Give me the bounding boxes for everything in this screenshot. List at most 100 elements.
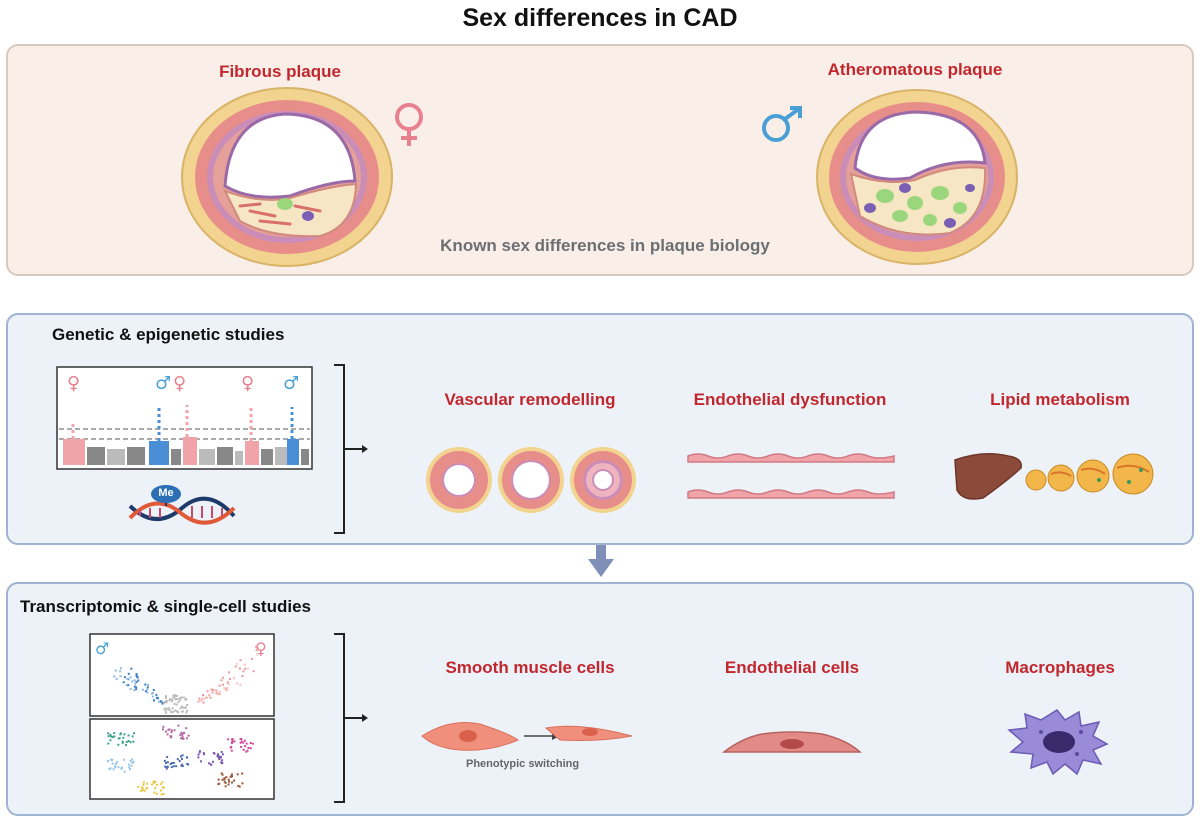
volcano-point [226,689,229,692]
volcano-point [171,707,174,710]
volcano-point [174,698,177,701]
volcano-point [201,699,203,702]
volcano-point [242,670,245,673]
umap-point [220,751,223,753]
umap-point [223,777,226,780]
volcano-point [229,678,231,681]
umap-point [231,781,234,784]
umap-point [218,782,221,785]
volcano-point [255,645,258,648]
umap-point [172,761,175,764]
umap-point [151,783,154,786]
volcano-point [256,653,259,656]
umap-point [170,729,173,732]
volcano-point [209,696,212,699]
umap-point [180,737,182,740]
svg-text:♀: ♀ [67,373,80,394]
bracket-arrow-transcriptomic [334,633,368,803]
volcano-point [131,680,134,683]
plaque-caption: Known sex differences in plaque biology [440,236,770,255]
macrophage-icon [1007,709,1109,776]
volcano-point [172,696,175,698]
umap-point [236,773,239,776]
volcano-point [212,689,215,691]
umap-point [167,728,170,731]
volcano-point [243,667,246,670]
umap-point [169,735,172,738]
volcano-point [197,700,200,703]
umap-point [213,752,216,755]
umap-point [219,756,222,759]
volcano-point [208,694,211,697]
umap-point [170,766,173,769]
volcano-point [125,684,128,687]
umap-point [212,760,214,763]
volcano-point [165,701,168,704]
umap-point [182,737,185,740]
umap-point [177,724,180,727]
umap-point [249,747,252,750]
umap-point [220,761,223,764]
umap-point [152,781,155,784]
volcano-point [127,672,130,675]
umap-point [242,741,245,744]
fibrous-plaque-artery [181,87,393,267]
volcano-point [171,700,173,702]
volcano-point [255,649,258,652]
umap-point [107,760,110,763]
umap-point [249,742,252,744]
umap-point [172,765,175,768]
umap-point [111,736,114,739]
volcano-point [126,678,129,680]
umap-point [229,775,232,778]
umap-point [131,762,134,764]
umap-point [218,758,221,760]
volcano-point [176,710,179,713]
volcano-point [215,689,218,692]
male-symbol-icon [762,106,802,142]
volcano-point [236,682,239,685]
volcano-point [133,689,136,692]
umap-point [122,736,125,739]
bracket-arrow-genetic [334,364,368,534]
umap-point [231,740,234,743]
umap-point [221,761,224,764]
volcano-point [221,683,224,686]
endothelial-dysfunction-label: Endothelial dysfunction [693,390,887,409]
volcano-point [176,694,178,697]
umap-point [227,738,230,741]
umap-point [231,738,234,741]
umap-point [131,735,134,738]
volcano-point [172,711,175,713]
umap-point [123,770,126,773]
volcano-point [127,684,130,687]
umap-point [187,763,190,766]
umap-point [132,760,135,763]
umap-point [208,762,211,765]
umap-point [130,764,133,767]
volcano-point [119,670,122,673]
atheromatous-plaque-label: Atheromatous plaque [827,60,1003,79]
umap-point [181,754,184,757]
volcano-point [198,700,201,702]
umap-point [230,745,233,748]
umap-point [179,733,182,736]
umap-point [162,728,164,731]
volcano-point [216,693,219,696]
volcano-point [135,673,138,676]
umap-point [237,784,240,787]
umap-point [230,773,233,776]
volcano-point [130,667,133,670]
umap-point [127,763,130,766]
volcano-point [183,696,186,699]
umap-point [119,732,122,735]
umap-point [168,728,171,731]
umap-point [241,772,244,775]
volcano-point [225,688,228,691]
volcano-point [161,701,164,704]
volcano-point [133,685,136,688]
umap-point [198,750,201,753]
umap-point [107,742,110,745]
volcano-point [135,686,138,689]
umap-point [165,766,168,768]
